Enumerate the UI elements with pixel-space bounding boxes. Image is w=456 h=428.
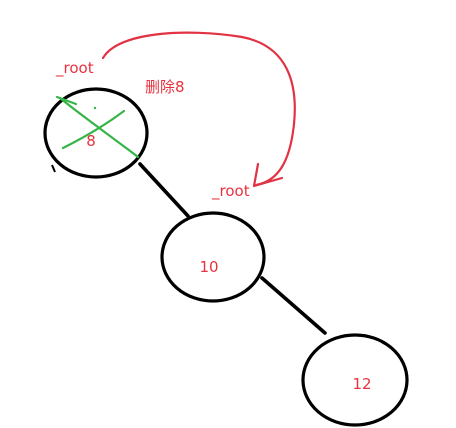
node-12-label: 12 xyxy=(352,375,371,393)
node-8-circle xyxy=(43,87,149,179)
node-12-circle xyxy=(301,333,409,427)
delete-cross-mark xyxy=(58,96,140,159)
node-8-label: 8 xyxy=(86,132,96,150)
node-12: 12 xyxy=(301,333,409,427)
edge-8-10 xyxy=(138,162,190,218)
node-10-label: 10 xyxy=(199,258,218,276)
new-root-label: _root xyxy=(211,182,250,201)
node-10: 10 xyxy=(160,211,266,303)
edge-10-12 xyxy=(260,276,327,335)
delete-annotation: 删除8 xyxy=(145,78,185,96)
node-10-circle xyxy=(160,211,266,303)
small-stroke-mark xyxy=(51,164,56,173)
delete-cross-mark-tick xyxy=(55,95,78,106)
node-8: 8 xyxy=(43,87,149,179)
root-move-arrow xyxy=(101,31,296,187)
old-root-label: _root xyxy=(55,59,94,78)
tiny-green-dot xyxy=(93,106,97,110)
delete-cross-mark-2 xyxy=(61,109,126,150)
root-move-arrowhead xyxy=(252,162,284,188)
